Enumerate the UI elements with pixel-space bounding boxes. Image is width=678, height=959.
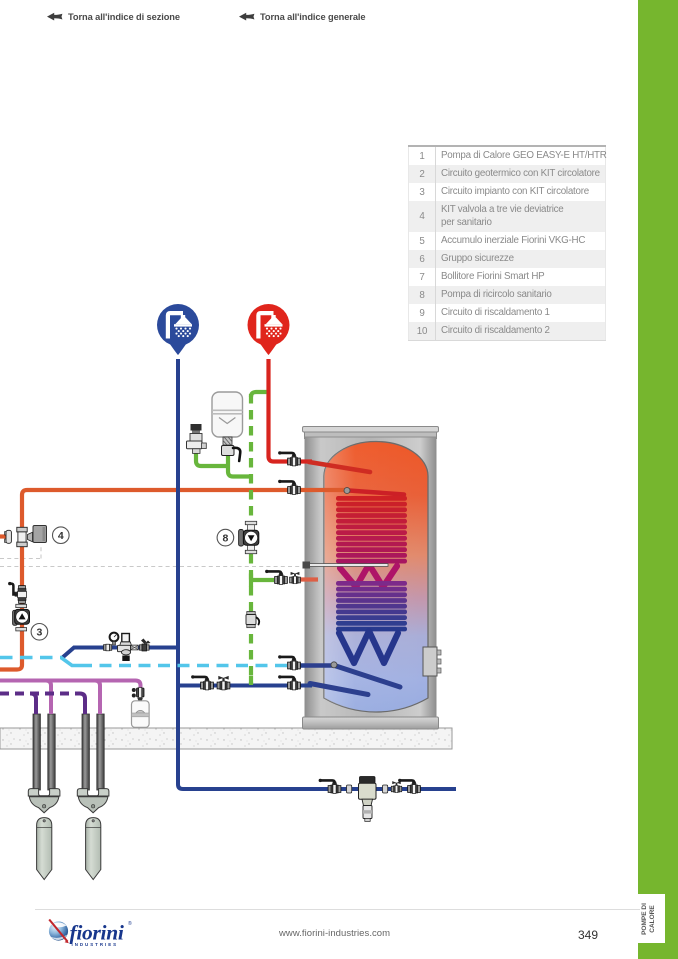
svg-text:3: 3 — [36, 627, 42, 639]
svg-text:®: ® — [128, 920, 132, 927]
svg-text:INDUSTRIES: INDUSTRIES — [72, 942, 119, 947]
svg-text:4: 4 — [58, 530, 64, 542]
svg-text:fiorini: fiorini — [70, 921, 124, 945]
svg-text:8: 8 — [222, 532, 228, 544]
